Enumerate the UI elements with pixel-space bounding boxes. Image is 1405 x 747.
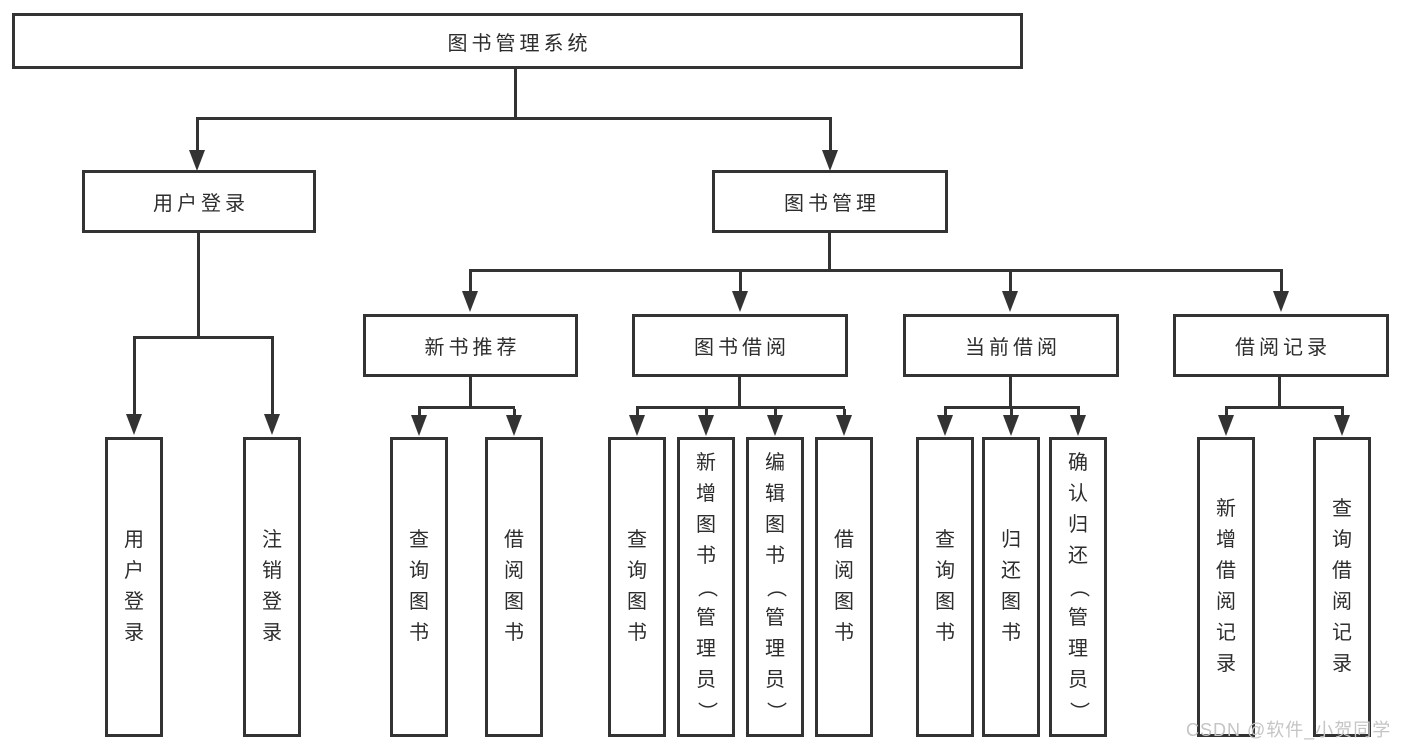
connector-vline bbox=[829, 120, 832, 150]
connector-vline bbox=[271, 339, 274, 414]
node-label: 新增图书（管理员） bbox=[695, 451, 718, 722]
node-label: 借阅图书 bbox=[504, 529, 524, 644]
arrow-down-icon bbox=[189, 150, 205, 171]
node-label: 图书管理 bbox=[784, 193, 880, 215]
node-book-management: 图书管理 bbox=[712, 170, 948, 233]
node-label: 图书管理系统 bbox=[447, 32, 592, 55]
node-current-borrowing: 当前借阅 bbox=[903, 314, 1119, 377]
connector-vline bbox=[705, 409, 708, 415]
node-label: 注销登录 bbox=[262, 529, 282, 644]
arrow-down-icon bbox=[264, 414, 280, 435]
leaf-cb-query-books: 查询图书 bbox=[916, 437, 974, 737]
connector-vline bbox=[738, 375, 741, 409]
connector-hline bbox=[469, 269, 1283, 272]
leaf-cb-return-books: 归还图书 bbox=[982, 437, 1040, 737]
node-label: 借阅图书 bbox=[834, 529, 854, 644]
node-label: 当前借阅 bbox=[965, 337, 1061, 359]
leaf-bb-edit-books-admin: 编辑图书（管理员） bbox=[746, 437, 804, 737]
leaf-bb-add-books-admin: 新增图书（管理员） bbox=[677, 437, 735, 737]
arrow-down-icon bbox=[836, 415, 852, 436]
connector-vline bbox=[636, 409, 639, 415]
leaf-user-login: 用户登录 bbox=[105, 437, 163, 737]
arrow-down-icon bbox=[698, 415, 714, 436]
connector-hline bbox=[1225, 406, 1344, 409]
arrow-down-icon bbox=[1002, 291, 1018, 312]
node-label: 编辑图书（管理员） bbox=[764, 451, 787, 722]
node-book-borrowing: 图书借阅 bbox=[632, 314, 848, 377]
connector-vline bbox=[1009, 375, 1012, 409]
node-user-login: 用户登录 bbox=[82, 170, 316, 233]
connector-vline bbox=[1010, 409, 1013, 415]
leaf-br-add-borrow-record: 新增借阅记录 bbox=[1197, 437, 1255, 737]
arrow-down-icon bbox=[629, 415, 645, 436]
csdn-watermark: CSDN @软件_小贺同学 bbox=[1186, 720, 1392, 740]
connector-vline bbox=[1009, 272, 1012, 291]
node-label: 查询图书 bbox=[935, 529, 955, 644]
arrow-down-icon bbox=[822, 150, 838, 171]
node-label: 用户登录 bbox=[124, 529, 144, 644]
arrow-down-icon bbox=[1218, 415, 1234, 436]
arrow-down-icon bbox=[1070, 415, 1086, 436]
arrow-down-icon bbox=[1273, 291, 1289, 312]
connector-hline bbox=[196, 117, 832, 120]
arrow-down-icon bbox=[411, 415, 427, 436]
arrow-down-icon bbox=[506, 415, 522, 436]
leaf-cb-confirm-return-admin: 确认归还（管理员） bbox=[1049, 437, 1107, 737]
node-new-book-recommend: 新书推荐 bbox=[363, 314, 578, 377]
leaf-logout: 注销登录 bbox=[243, 437, 301, 737]
connector-vline bbox=[514, 67, 517, 120]
connector-vline bbox=[469, 375, 472, 409]
connector-hline bbox=[133, 336, 274, 339]
connector-vline bbox=[774, 409, 777, 415]
connector-vline bbox=[739, 272, 742, 291]
node-label: 查询图书 bbox=[409, 529, 429, 644]
arrow-down-icon bbox=[937, 415, 953, 436]
connector-vline bbox=[843, 409, 846, 415]
connector-vline bbox=[1280, 272, 1283, 291]
connector-hline bbox=[418, 406, 515, 409]
connector-vline bbox=[944, 409, 947, 415]
node-borrow-records: 借阅记录 bbox=[1173, 314, 1389, 377]
node-label: 查询借阅记录 bbox=[1332, 498, 1352, 675]
connector-vline bbox=[1341, 409, 1344, 415]
connector-vline bbox=[1225, 409, 1228, 415]
node-label: 借阅记录 bbox=[1235, 337, 1331, 359]
node-label: 新书推荐 bbox=[424, 337, 521, 359]
leaf-bb-query-books: 查询图书 bbox=[608, 437, 666, 737]
arrow-down-icon bbox=[1003, 415, 1019, 436]
arrow-down-icon bbox=[732, 291, 748, 312]
node-label: 图书借阅 bbox=[694, 337, 790, 359]
connector-vline bbox=[196, 120, 199, 150]
leaf-nbr-borrow-books: 借阅图书 bbox=[485, 437, 543, 737]
connector-vline bbox=[828, 232, 831, 272]
node-root: 图书管理系统 bbox=[12, 13, 1023, 69]
connector-vline bbox=[513, 409, 516, 415]
node-label: 确认归还（管理员） bbox=[1067, 451, 1090, 722]
node-label: 查询图书 bbox=[627, 529, 647, 644]
leaf-nbr-query-books: 查询图书 bbox=[390, 437, 448, 737]
connector-vline bbox=[1077, 409, 1080, 415]
leaf-bb-borrow-books: 借阅图书 bbox=[815, 437, 873, 737]
connector-vline bbox=[418, 409, 421, 415]
connector-hline bbox=[636, 406, 845, 409]
node-label: 用户登录 bbox=[153, 193, 249, 215]
arrow-down-icon bbox=[126, 414, 142, 435]
connector-hline bbox=[944, 406, 1080, 409]
leaf-br-query-borrow-record: 查询借阅记录 bbox=[1313, 437, 1371, 737]
connector-vline bbox=[1278, 375, 1281, 409]
arrow-down-icon bbox=[767, 415, 783, 436]
connector-vline bbox=[197, 231, 200, 338]
connector-vline bbox=[469, 272, 472, 291]
connector-vline bbox=[133, 339, 136, 414]
node-label: 新增借阅记录 bbox=[1216, 498, 1236, 675]
arrow-down-icon bbox=[1334, 415, 1350, 436]
node-label: 归还图书 bbox=[1001, 529, 1021, 644]
arrow-down-icon bbox=[462, 291, 478, 312]
